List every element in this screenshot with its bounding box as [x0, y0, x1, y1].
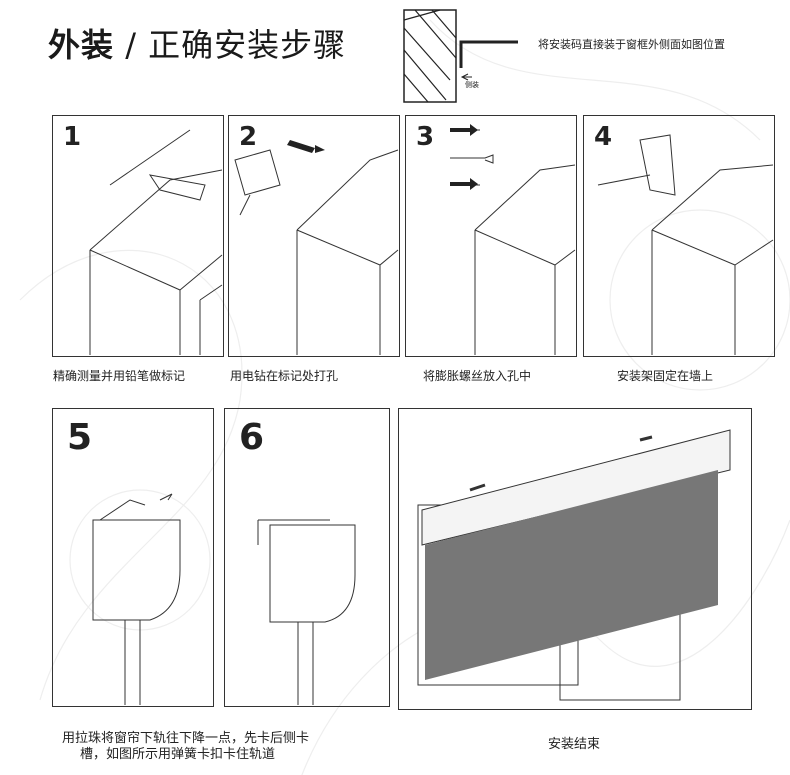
installed-blind-illustration [417, 429, 731, 701]
step-4-panel: 4 [583, 115, 775, 357]
final-panel [398, 408, 752, 710]
step-number: 6 [239, 417, 265, 458]
mounting-note: 将安装码直接装于窗框外侧面如图位置 [538, 38, 725, 51]
step-number: 4 [594, 122, 613, 152]
step-5-caption-line2: 槽，如图所示用弹簧卡扣卡住轨道 [80, 747, 276, 762]
step-2-panel: 2 [228, 115, 400, 357]
side-mount-label: 侧装 [465, 81, 479, 89]
step-3-caption: 将膨胀螺丝放入孔中 [423, 369, 532, 383]
wall-hatch-icon [403, 9, 457, 103]
step-number: 3 [416, 122, 435, 152]
step-number: 1 [63, 122, 82, 152]
step-2-caption: 用电钻在标记处打孔 [230, 369, 339, 383]
page-title: 外装 / 正确安装步骤 [48, 26, 347, 64]
bracket-icon [459, 40, 518, 68]
final-caption: 安装结束 [548, 737, 601, 752]
step-5-panel: 5 [52, 408, 214, 707]
step-5-caption-line1: 用拉珠将窗帘下轨往下降一点，先卡后侧卡 [62, 731, 310, 746]
step-number: 2 [239, 122, 258, 152]
step-1-panel: 1 [52, 115, 224, 357]
step-number: 5 [67, 417, 93, 458]
step-1-caption: 精确测量并用铅笔做标记 [53, 369, 186, 383]
step-3-panel: 3 [405, 115, 577, 357]
step-6-panel: 6 [224, 408, 390, 707]
step-4-caption: 安装架固定在墙上 [617, 369, 714, 383]
arrow-left-icon [460, 73, 472, 81]
